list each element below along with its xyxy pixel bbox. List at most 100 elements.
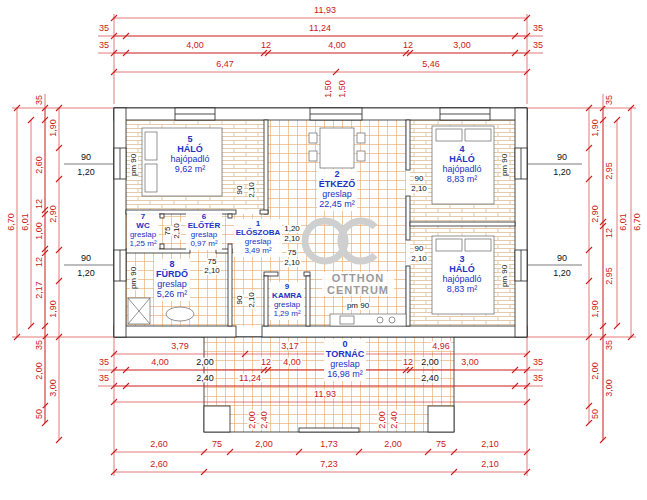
dimension-line <box>114 18 527 19</box>
wall <box>228 214 232 218</box>
dimension-label: 11,93 <box>313 6 337 15</box>
opening-label: 2,10 <box>203 267 221 275</box>
dimension-label: 2,10 <box>480 460 500 469</box>
opening-label: 90 <box>80 254 92 263</box>
opening-label: 2,10 <box>248 291 256 309</box>
dimension-label: 12 <box>260 41 272 50</box>
dimension-label: 12 <box>402 41 414 50</box>
dimension-label: 6,01 <box>619 212 628 232</box>
opening-label: 2,10 <box>410 255 428 263</box>
dimension-line <box>603 94 604 440</box>
porch-pillar <box>428 406 454 432</box>
wall <box>114 108 527 120</box>
floor-type: greslap <box>188 231 220 240</box>
dimension-line <box>12 108 113 109</box>
room-number: 2 <box>319 170 356 180</box>
room-area: 9,62 m² <box>170 165 209 175</box>
dimension-line <box>114 370 527 371</box>
dimension-line <box>603 108 604 440</box>
furniture <box>128 298 150 324</box>
room-label: 8FÜRDŐgreslap5,26 m² <box>154 259 190 301</box>
dimension-line <box>527 337 528 476</box>
opening-label: 90 <box>556 153 568 162</box>
room-area: 0,97 m² <box>188 240 220 249</box>
opening-label: pm 90 <box>130 153 138 177</box>
dimension-label: 2,00 <box>254 440 274 449</box>
opening-label: 2,40 <box>420 374 440 383</box>
floor-hatch <box>204 337 454 432</box>
dimension-label: 3,00 <box>49 378 58 398</box>
dimension-line <box>114 354 527 355</box>
furniture <box>465 239 491 251</box>
opening-label: 2,10 <box>283 235 301 243</box>
room-area: 1,25 m² <box>129 240 156 249</box>
floor-type: hajópadló <box>442 165 481 175</box>
watermark-logo <box>305 221 375 261</box>
furniture <box>436 129 462 141</box>
room-label: 4HÁLÓhajópadló8,83 m² <box>440 144 483 186</box>
opening-label: pm 90 <box>130 266 138 290</box>
wall <box>114 108 527 337</box>
dimension-label: 2,17 <box>35 280 44 300</box>
room-label: 2ÉTKEZŐgreslap22,45 m² <box>317 169 358 211</box>
floor-type: greslap <box>319 190 356 200</box>
opening-label: 90 <box>80 153 92 162</box>
dimension-label: 5,46 <box>421 60 441 69</box>
window <box>114 250 126 281</box>
opening-label: 75 <box>287 249 298 257</box>
room-number: 1 <box>236 220 280 229</box>
opening-label: 2,00 <box>420 358 440 367</box>
dimension-label: 4,00 <box>185 41 205 50</box>
wall <box>262 326 527 337</box>
dimension-label: 2,00 <box>591 361 600 381</box>
dimension-line <box>31 120 32 326</box>
dimension-label: 35 <box>605 339 614 351</box>
room-area: 8,83 m² <box>442 175 481 185</box>
opening-label: 2,10 <box>173 222 181 240</box>
opening-label: pm 90 <box>501 153 509 177</box>
wall <box>114 326 236 337</box>
window <box>515 148 527 179</box>
dimension-label: 2,95 <box>605 266 614 286</box>
floor-type: hajópadló <box>442 275 481 285</box>
opening-label: 1,20 <box>552 168 572 177</box>
watermark: OTTHON CENTRUM <box>322 272 394 296</box>
dimension-label: 2,00 <box>383 440 403 449</box>
dimension-line <box>114 402 527 403</box>
dimension-label: 11,93 <box>313 390 337 399</box>
watermark-logo <box>341 221 375 261</box>
dimension-label: 2,60 <box>149 460 169 469</box>
furniture <box>309 133 317 143</box>
dimension-label: 11,24 <box>238 374 262 383</box>
wall <box>406 266 410 326</box>
dimension-line <box>589 108 590 423</box>
dimension-label: 12 <box>35 198 44 210</box>
floor-hatch <box>126 120 515 432</box>
room-name: WC <box>129 222 156 231</box>
window <box>120 148 121 179</box>
dimension-line <box>114 452 527 453</box>
room-area: 16,98 m² <box>326 370 364 380</box>
dimension-label: 35 <box>532 24 544 33</box>
wall <box>114 108 126 337</box>
dimension-line <box>114 72 527 73</box>
dimension-label: 35 <box>532 358 544 367</box>
dimension-label: 50 <box>591 408 600 420</box>
dimension-label: 35 <box>98 24 110 33</box>
dimension-label: 6,70 <box>7 212 16 232</box>
building-outline <box>114 108 527 337</box>
dimension-label: 7,23 <box>319 460 339 469</box>
wall <box>260 210 268 214</box>
room-number: 9 <box>272 283 302 292</box>
dimension-line <box>98 370 543 371</box>
dimension-line <box>528 337 636 338</box>
furniture <box>128 126 494 326</box>
opening-label: 90 <box>414 245 425 253</box>
opening-label: 1,20 <box>76 269 96 278</box>
room-label: 7WCgreslap1,25 m² <box>127 212 158 249</box>
dimension-label: 35 <box>532 41 544 50</box>
window <box>310 108 362 120</box>
dimension-line <box>528 108 636 109</box>
dimension-label: 12 <box>260 358 272 367</box>
dimension-label: 3,17 <box>280 342 300 351</box>
